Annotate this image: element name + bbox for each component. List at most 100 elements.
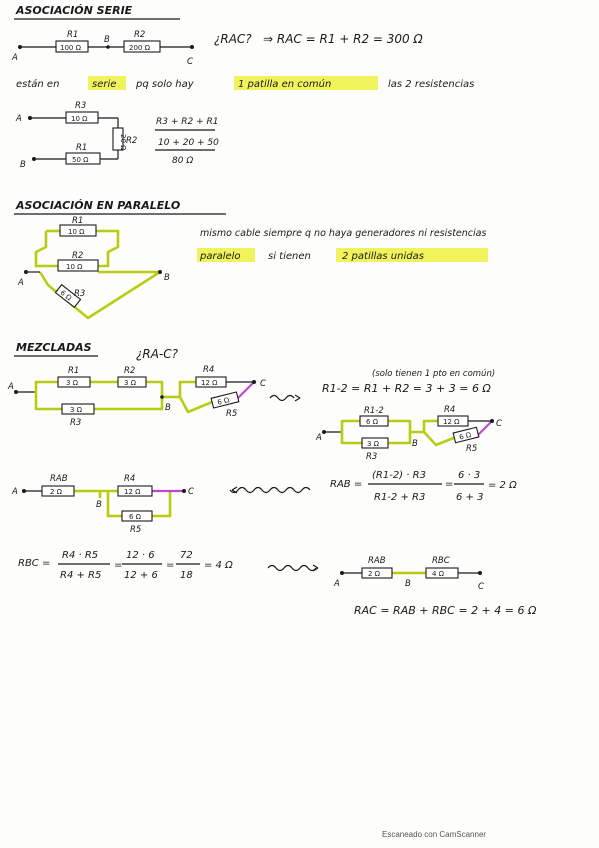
r3-name: R3 [75,101,86,111]
node-b: B [405,579,411,589]
rab-den2: 6 + 3 [456,492,483,503]
highlight-1-patilla [234,76,378,90]
r1-name: R1 [72,216,83,226]
node-a: A [7,382,14,392]
r5-value: 6 Ω [217,396,231,407]
rbc-den3: 18 [180,570,193,581]
node-a: A [11,53,18,63]
sum-result: 80 Ω [172,156,193,166]
node-b: B [165,403,171,413]
resistor-r2-vertical [112,127,124,151]
paralelo-text-mid: si tienen [268,251,311,262]
svg-text:=: = [114,560,122,571]
r3-value: 10 Ω [71,115,88,123]
circuit-series-1: 100 Ω 200 Ω R1 R2 A B C [11,30,194,67]
node-a: A [333,579,340,589]
r3-name: R3 [74,289,85,299]
rab-num: (R1-2) · R3 [372,470,426,481]
explain-text-1: están en [16,78,59,90]
rbc-formula: RBC = R4 · R5 R4 + R5 = 12 · 6 12 + 6 = … [18,550,233,581]
section-serie: ASOCIACIÓN SERIE 100 Ω 200 Ω R1 R2 A B C… [11,4,474,170]
r12-name: R1-2 [364,406,384,416]
section-title-serie: ASOCIACIÓN SERIE [15,4,133,17]
resistor-rab [41,485,75,497]
resistor-r4 [437,415,469,427]
r4-name: R4 [203,365,214,375]
node-a: A [315,433,322,443]
r2-value: 20 Ω [119,134,127,151]
final-formula: RAC = RAB + RBC = 2 + 4 = 6 Ω [354,604,537,617]
node-c: C [478,582,484,592]
node-a: A [17,278,24,288]
r5-name: R5 [226,409,237,419]
circuit-mixed-4: 2 Ω 4 Ω RAB RBC A B C [333,556,484,592]
node-b: B [104,35,110,45]
r2-value: 200 Ω [129,44,151,52]
resistor-rbc [425,567,459,579]
r3-name: R3 [70,418,81,428]
r3-name: R3 [366,452,377,462]
r4-value: 12 Ω [124,488,141,496]
node-c: C [188,487,194,497]
r2-name: R2 [126,136,137,146]
r3-value: 3 Ω [367,440,380,448]
rbc-name: RBC [432,556,450,566]
circuit-mixed-3: 2 Ω 12 Ω 6 Ω RAB R4 R5 A B C [11,474,194,535]
explain-highlight-1: serie [92,79,116,90]
wavy-arrow-left-icon [229,486,311,494]
resistor-rab [361,567,393,579]
resistor-r5 [210,391,240,409]
sum-line-1: R3 + R2 + R1 [156,117,218,127]
r4-value: 12 Ω [443,418,460,426]
r2-name: R2 [124,366,135,376]
rab-value: 2 Ω [368,570,381,578]
rbc-value: 4 Ω [432,570,445,578]
node-b: B [412,439,418,449]
circuit-mixed-1: 3 Ω 3 Ω 3 Ω 12 Ω 6 Ω R1 R2 R3 R4 R5 A B … [7,365,266,428]
node-b: B [20,160,26,170]
r1-name: R1 [76,143,87,153]
resistor-r1 [59,224,97,237]
resistor-r2 [57,259,99,272]
node-a: A [11,487,18,497]
resistor-r4 [195,376,227,388]
mezcladas-note: (solo tienen 1 pto en común) [372,369,495,379]
highlight-paralelo [197,248,255,262]
r2-value: 3 Ω [124,379,137,387]
rab-formula: RAB = (R1-2) · R3 R1-2 + R3 = 6 · 3 6 + … [330,470,517,503]
resistor-r3 [361,437,389,449]
rbc-den2: 12 + 6 [124,570,158,581]
section-title-mezcladas: MEZCLADAS [16,341,92,354]
node-c: C [187,57,193,67]
r1-name: R1 [67,30,78,40]
r2-name: R2 [72,251,83,261]
r4-value: 12 Ω [201,379,218,387]
svg-text:=: = [445,479,453,490]
scanner-watermark: Escaneado con CamScanner [382,830,486,839]
resistor-r1 [55,40,89,53]
explain-highlight-2: 1 patilla en común [238,78,331,90]
svg-text:=: = [166,560,174,571]
wavy-arrow-icon [267,564,319,572]
circuit-parallel: 10 Ω 10 Ω 6 Ω R1 R2 R3 A B [17,216,170,320]
resistor-r2 [123,40,161,53]
r2-name: R2 [134,30,145,40]
rbc-lhs: RBC = [18,558,50,569]
resistor-r1 [65,152,101,165]
resistor-r12 [359,415,389,427]
rbc-den: R4 + R5 [60,570,101,581]
paralelo-text-line-1: mismo cable siempre q no haya generadore… [200,228,486,239]
resistor-r5 [452,426,480,444]
paralelo-highlight-2: 2 patillas unidas [342,251,424,262]
serie-formula: ⇒ RAC = R1 + R2 = 300 Ω [263,32,424,46]
node-c: C [496,419,502,429]
section-title-paralelo: ASOCIACIÓN EN PARALELO [15,199,180,212]
sum-line-2: 10 + 20 + 50 [158,138,219,148]
rab-value: 2 Ω [50,488,63,496]
wavy-arrow-icon [269,394,301,402]
r1-value: 50 Ω [72,156,89,164]
r5-name: R5 [466,444,477,454]
highlight-2-patillas [336,248,488,262]
rbc-num3: 72 [180,550,193,561]
